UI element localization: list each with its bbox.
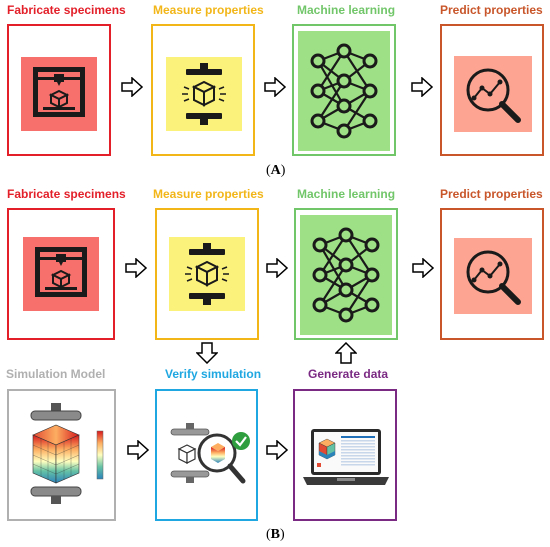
compression-test-icon — [169, 237, 245, 311]
step-box-ml-a — [292, 24, 396, 156]
arrow-down-icon — [195, 342, 219, 369]
title-ml-a: Machine learning — [297, 3, 396, 17]
title-fabricate-b: Fabricate specimens — [7, 187, 126, 201]
arrow-right-icon — [125, 257, 148, 283]
simulation-cube-icon — [13, 399, 113, 513]
arrow-right-icon — [411, 76, 434, 102]
title-fabricate-a: Fabricate specimens — [7, 3, 126, 17]
title-ml-b: Machine learning — [297, 187, 396, 201]
step-box-predict-a — [440, 24, 544, 156]
step-box-fabricate-b — [7, 208, 115, 340]
arrow-right-icon — [121, 76, 144, 102]
title-generate-data: Generate data — [308, 367, 389, 381]
step-box-simulation-model — [7, 389, 116, 521]
title-predict-a: Predict properties — [440, 3, 543, 17]
step-box-predict-b — [440, 208, 544, 340]
neural-network-icon — [298, 31, 390, 151]
title-predict-b: Predict properties — [440, 187, 543, 201]
arrow-right-icon — [266, 439, 289, 465]
title-measure-b: Measure properties — [153, 187, 264, 201]
arrow-right-icon — [127, 439, 150, 465]
arrow-up-icon — [334, 341, 358, 369]
magnifier-chart-icon — [454, 56, 532, 132]
step-box-measure-a — [151, 24, 255, 156]
3d-printer-icon — [23, 237, 99, 311]
panel-label-b: (B) — [266, 527, 285, 542]
neural-network-icon — [300, 215, 392, 335]
magnifier-chart-icon — [454, 238, 532, 314]
step-box-generate-data — [293, 389, 397, 521]
verify-magnifier-icon — [161, 419, 255, 495]
step-box-verify-simulation — [155, 389, 258, 521]
compression-test-icon — [166, 57, 242, 131]
title-verify-simulation: Verify simulation — [165, 367, 262, 381]
arrow-right-icon — [264, 76, 287, 102]
title-measure-a: Measure properties — [153, 3, 264, 17]
step-box-measure-b — [155, 208, 259, 340]
step-box-fabricate-a — [7, 24, 111, 156]
step-box-ml-b — [294, 208, 398, 340]
arrow-right-icon — [266, 257, 289, 283]
title-simulation-model: Simulation Model — [6, 367, 106, 381]
panel-label-a: (A) — [266, 163, 286, 178]
3d-printer-icon — [21, 57, 97, 131]
laptop-data-icon — [299, 425, 393, 491]
arrow-right-icon — [412, 257, 435, 283]
